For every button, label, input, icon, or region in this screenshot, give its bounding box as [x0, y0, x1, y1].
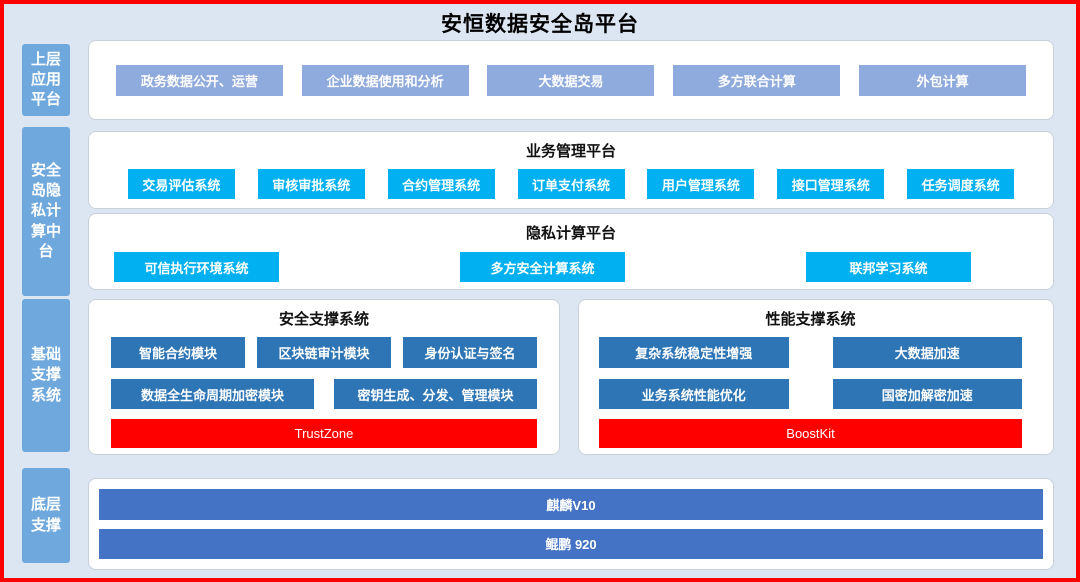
- page-title: 安恒数据安全岛平台: [441, 13, 639, 36]
- module-box-sm-crypto-accel: 国密加解密加速: [832, 379, 1022, 409]
- system-box-audit-approval: 审核审批系统: [257, 169, 365, 199]
- privacy-systems-row: 可信执行环境系统 多方安全计算系统 联邦学习系统: [89, 252, 1053, 282]
- performance-modules-row1: 复杂系统稳定性增强 大数据加速: [599, 337, 1022, 368]
- system-box-user-mgmt: 用户管理系统: [647, 169, 755, 199]
- performance-support-title: 性能支撑系统: [765, 311, 856, 328]
- privacy-computing-platform-card: 隐私计算平台 可信执行环境系统 多方安全计算系统 联邦学习系统: [88, 213, 1054, 290]
- module-box-business-perf-optimize: 业务系统性能优化: [599, 379, 789, 409]
- module-box-key-management: 密钥生成、分发、管理模块: [334, 379, 537, 409]
- side-label-privacy-compute-middle-platform: 安全岛隐私计算中台: [22, 127, 70, 296]
- bottom-support-card: 麒麟V10 鲲鹏 920: [88, 478, 1054, 570]
- system-box-interface-mgmt: 接口管理系统: [777, 169, 885, 199]
- security-support-card: 安全支撑系统 智能合约模块 区块链审计模块 身份认证与签名 数据全生命周期加密模…: [88, 299, 560, 455]
- module-box-stability-enhance: 复杂系统稳定性增强: [599, 337, 789, 368]
- privacy-platform-title: 隐私计算平台: [525, 225, 616, 242]
- app-box-enterprise-data: 企业数据使用和分析: [301, 64, 469, 96]
- kirin-v10-bar: 麒麟V10: [99, 489, 1043, 520]
- business-platform-title: 业务管理平台: [525, 143, 616, 160]
- upper-app-platform-card: 政务数据公开、运营 企业数据使用和分析 大数据交易 多方联合计算 外包计算: [88, 40, 1054, 120]
- performance-support-card: 性能支撑系统 复杂系统稳定性增强 大数据加速 业务系统性能优化 国密加解密加速 …: [578, 299, 1054, 455]
- system-box-contract-mgmt: 合约管理系统: [387, 169, 495, 199]
- side-label-bottom-support: 底层支撑: [22, 468, 70, 563]
- module-box-lifecycle-encryption: 数据全生命周期加密模块: [111, 379, 314, 409]
- app-box-bigdata-trade: 大数据交易: [487, 64, 655, 96]
- business-management-platform-card: 业务管理平台 交易评估系统 审核审批系统 合约管理系统 订单支付系统 用户管理系…: [88, 131, 1054, 209]
- business-systems-row: 交易评估系统 审核审批系统 合约管理系统 订单支付系统 用户管理系统 接口管理系…: [89, 169, 1053, 199]
- app-box-gov-data: 政务数据公开、运营: [115, 64, 283, 96]
- system-box-federated-learning: 联邦学习系统: [806, 252, 971, 282]
- module-box-bigdata-accel: 大数据加速: [832, 337, 1022, 368]
- performance-modules-row2: 业务系统性能优化 国密加解密加速: [599, 379, 1022, 409]
- module-box-blockchain-audit: 区块链审计模块: [257, 337, 391, 368]
- trustzone-bar: TrustZone: [111, 419, 537, 448]
- module-box-identity-signature: 身份认证与签名: [403, 337, 537, 368]
- kunpeng-920-bar: 鲲鹏 920: [99, 528, 1043, 559]
- app-box-multiparty-compute: 多方联合计算: [673, 64, 841, 96]
- system-box-tee: 可信执行环境系统: [114, 252, 279, 282]
- app-box-outsourced-compute: 外包计算: [859, 64, 1027, 96]
- module-box-smart-contract: 智能合约模块: [111, 337, 245, 368]
- boostkit-bar: BoostKit: [599, 419, 1022, 448]
- system-box-trade-eval: 交易评估系统: [127, 169, 235, 199]
- side-label-upper-app-platform: 上层应用平台: [22, 44, 70, 116]
- system-box-mpc: 多方安全计算系统: [460, 252, 625, 282]
- side-label-base-support-system: 基础支撑系统: [22, 299, 70, 452]
- system-box-task-scheduling: 任务调度系统: [907, 169, 1015, 199]
- system-box-order-payment: 订单支付系统: [517, 169, 625, 199]
- security-modules-row2: 数据全生命周期加密模块 密钥生成、分发、管理模块: [111, 379, 537, 409]
- security-support-title: 安全支撑系统: [278, 311, 369, 328]
- security-modules-row1: 智能合约模块 区块链审计模块 身份认证与签名: [111, 337, 537, 368]
